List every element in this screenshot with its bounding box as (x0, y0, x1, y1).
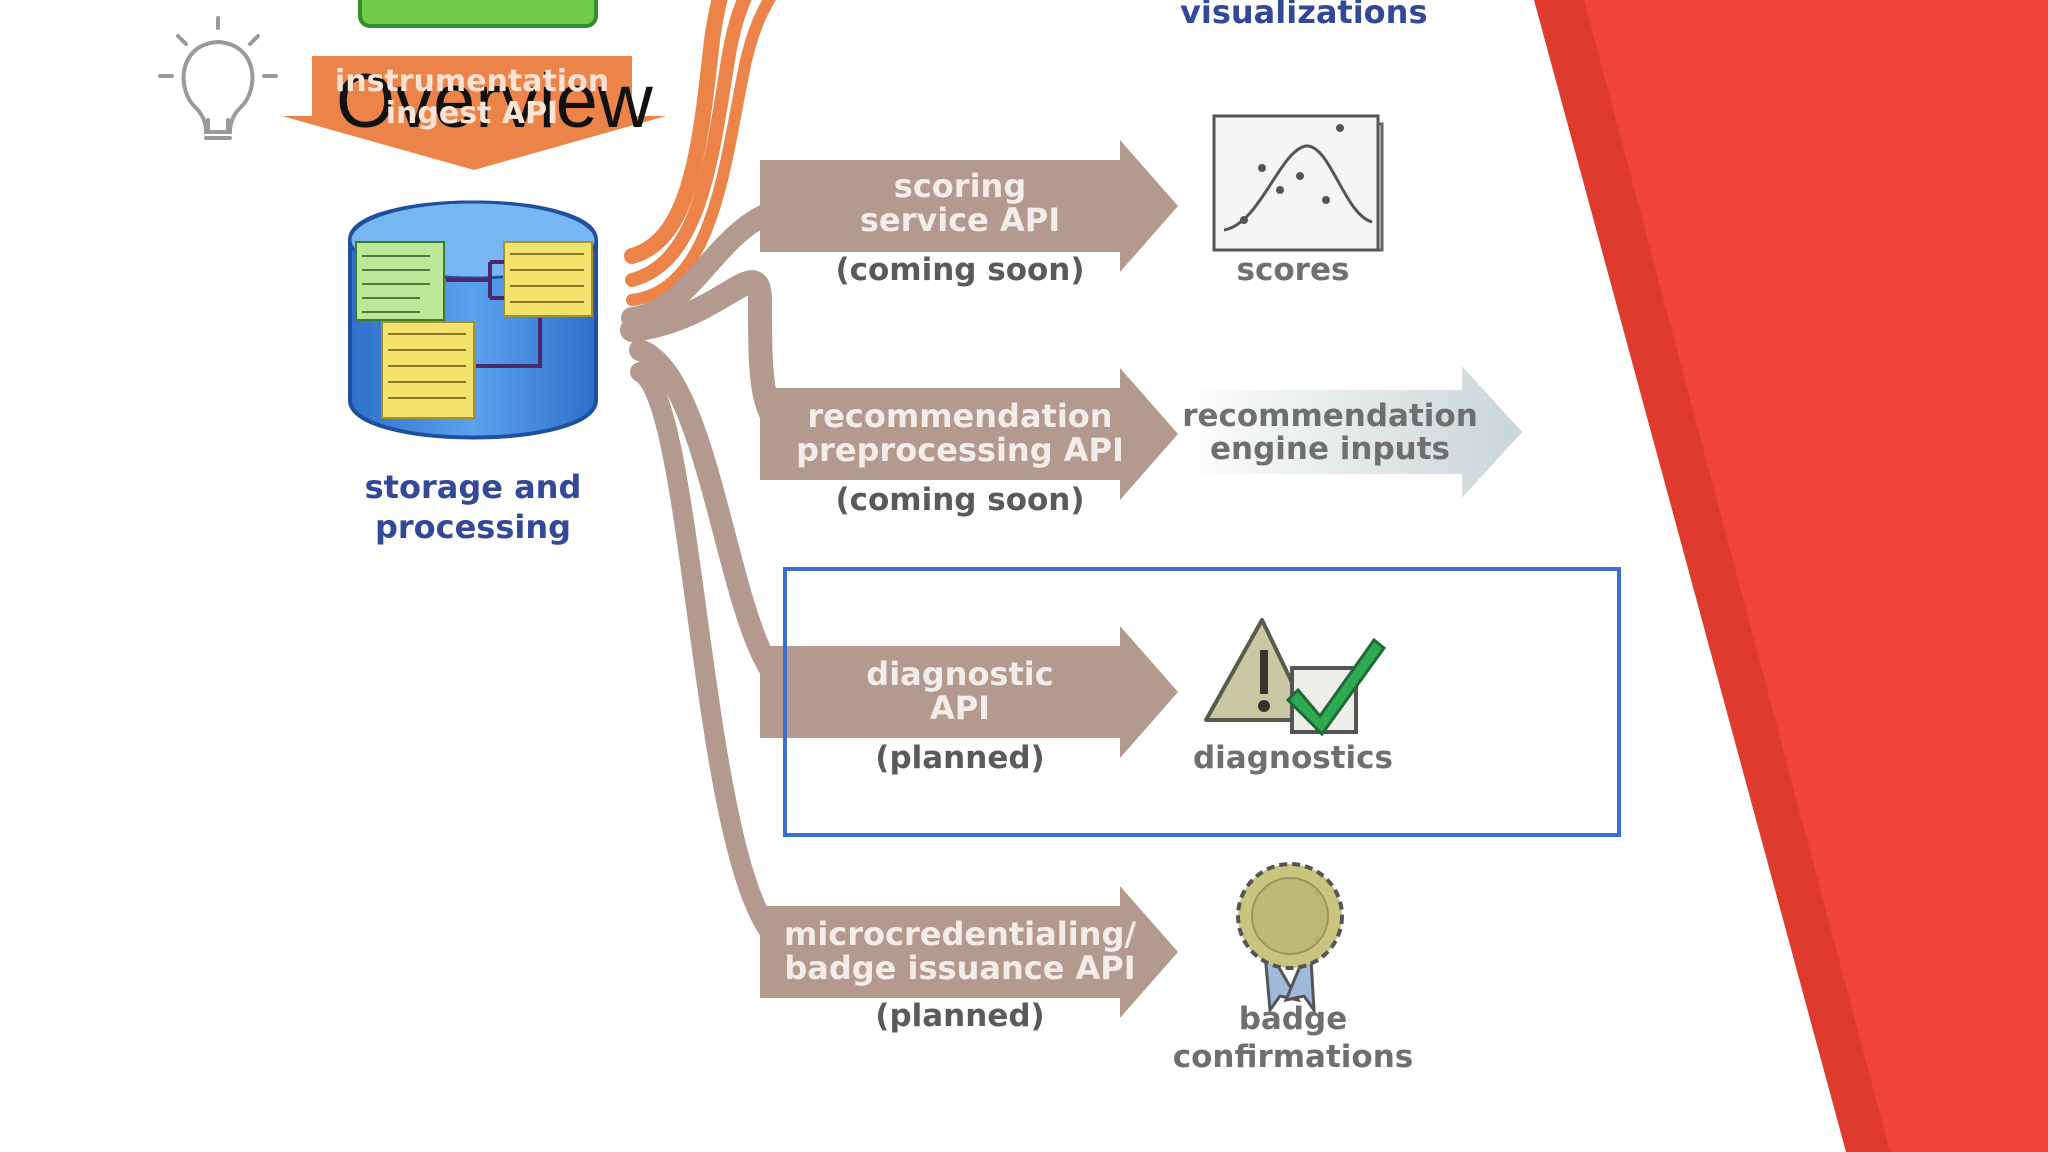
arrow-diagnostic (760, 626, 1178, 758)
arrow-recommendation (760, 368, 1178, 500)
ingest-api-text: instrumentation ingest API (334, 64, 610, 131)
slide-title: Overview (336, 59, 653, 144)
scores-output-label: scores (1236, 252, 1350, 288)
scoring-api-label: scoring service API (859, 167, 1061, 239)
recommendation-status-label: (coming soon) (835, 482, 1085, 518)
diagnostic-highlight-box (783, 567, 1621, 837)
arrow-badge (760, 886, 1178, 1018)
visualizations-label: visualizations (1180, 0, 1428, 31)
recommendation-output-label: recommendation engine inputs (1182, 398, 1478, 467)
orange-flow-3 (626, 0, 776, 306)
lightbulb-icon (158, 16, 278, 140)
storage-cylinder-icon (348, 200, 598, 440)
recommendation-api-label: recommendation preprocessing API (796, 397, 1124, 469)
badge-icon (1236, 862, 1344, 1016)
storage-label: storage and processing (364, 468, 582, 546)
ingest-api-label: instrumentation ingest API (332, 66, 612, 130)
diagnostics-output-label: diagnostics (1192, 740, 1394, 776)
top-source-box (358, 0, 598, 28)
badge-api-label: microcredentialing/ badge issuance API (783, 915, 1137, 987)
ingest-arrow (282, 56, 666, 170)
orange-flow-1 (624, 0, 728, 264)
badge-status-label: (planned) (875, 998, 1045, 1034)
scoring-status-label: (coming soon) (835, 252, 1085, 288)
orange-flow-2 (625, 0, 752, 287)
red-panel (1584, 0, 2048, 1152)
arrow-scoring (760, 140, 1178, 272)
arrow-icon (1178, 366, 1522, 498)
diagnostic-status-label: (planned) (875, 740, 1045, 776)
chart-icon (1212, 114, 1384, 252)
warning-check-icon (1204, 618, 1387, 737)
badge-output-label: badge confirmations (1172, 1001, 1414, 1076)
diagnostic-api-label: diagnostic API (866, 655, 1054, 727)
